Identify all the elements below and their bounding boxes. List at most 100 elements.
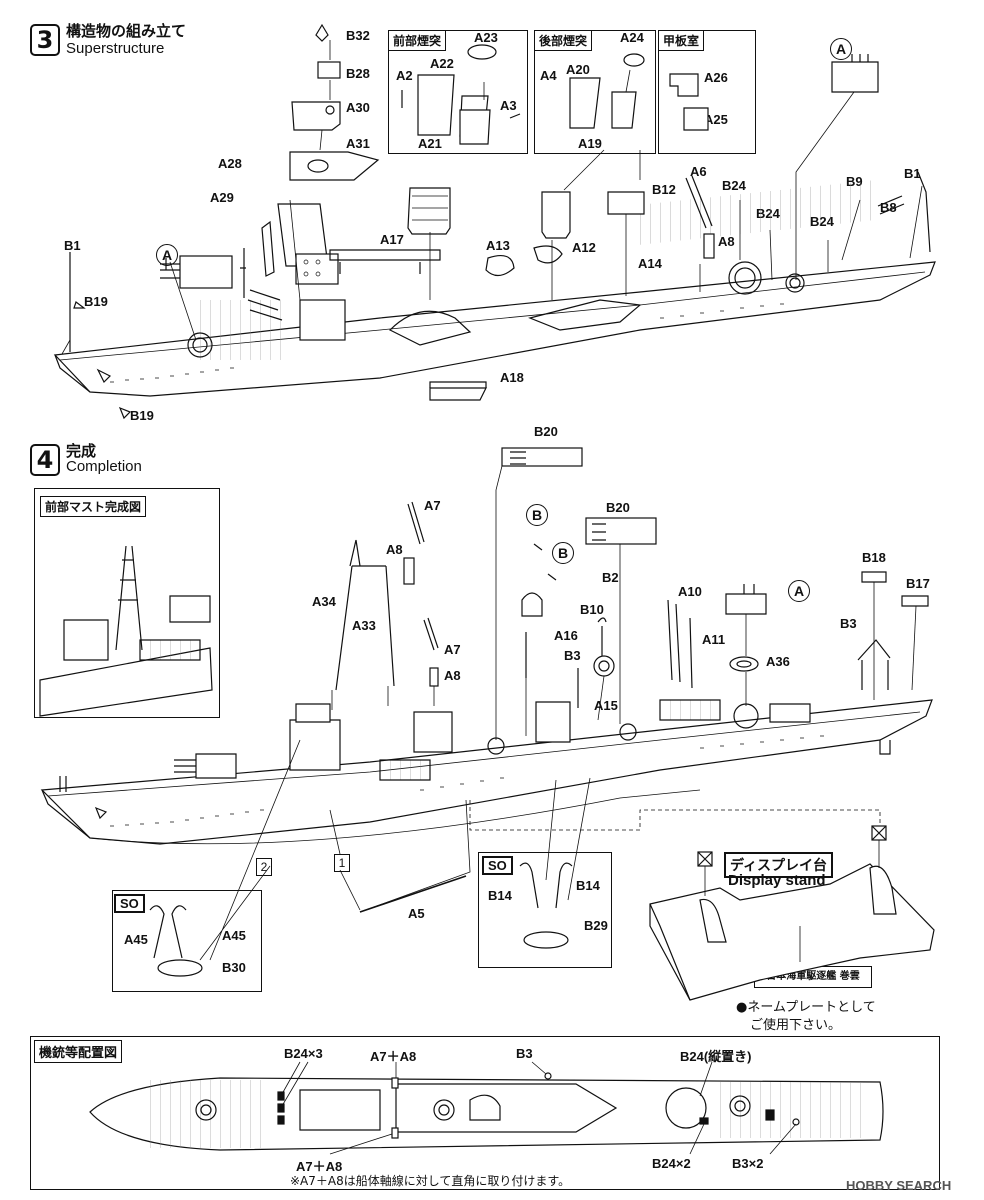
step3-part-label: A24: [620, 30, 644, 45]
fwd-mast-inset: [34, 488, 220, 718]
fwd-funnel-title: 前部煙突: [388, 30, 447, 51]
step3-part-label: A4: [540, 68, 557, 83]
layout-a7a8-bottom: A7＋A8: [296, 1159, 343, 1174]
step4-part-label: A45: [124, 932, 148, 947]
step4-title-en: Completion: [66, 458, 142, 475]
step4-part-label: A7: [444, 642, 461, 657]
callout-2: 2: [256, 858, 272, 876]
nameplate-note-2: ご使用下さい。: [750, 1018, 842, 1033]
step3-hull: [53, 179, 936, 397]
step3-part-label: A29: [210, 190, 234, 205]
step3-part-label: A14: [638, 256, 662, 271]
step3-part-label: A25: [704, 112, 728, 127]
step3-part-label: B19: [130, 408, 154, 423]
step3-part-label: B28: [346, 66, 370, 81]
step3-part-label: A12: [572, 240, 596, 255]
step3-part-label: A28: [218, 156, 242, 171]
step4-part-label: B30: [222, 960, 246, 975]
deckhouse-title: 甲板室: [658, 30, 705, 51]
so-box-right: [478, 852, 612, 968]
step3-part-label: A13: [486, 238, 510, 253]
display-stand-drawing: [649, 825, 935, 1001]
watermark: HOBBY SEARCH: [846, 1178, 952, 1193]
display-stand-title-jp: ディスプレイ台: [724, 852, 834, 878]
mounting-note: ※A7＋A8は船体軸線に対して直角に取り付けます。: [290, 1174, 571, 1188]
step4-part-label: A11: [702, 632, 726, 647]
layout-b3x2: B3×2: [732, 1156, 764, 1171]
so-box-left: [112, 890, 262, 992]
layout-b3-top: B3: [516, 1046, 533, 1061]
step3-part-label: B19: [84, 294, 108, 309]
step3-part-label: A31: [346, 136, 370, 151]
step3-title-jp: 構造物の組み立て: [66, 22, 187, 40]
step3-part-label: A3: [500, 98, 517, 113]
marker-b: B: [552, 542, 574, 564]
step4-part-label: B3: [840, 616, 857, 631]
layout-b24-vertical: B24(縦置き): [680, 1049, 752, 1064]
step4-parts: [39, 447, 929, 977]
step4-hull: [40, 699, 933, 845]
fwd-funnel-box: [388, 30, 528, 154]
step3-part-label: B1: [64, 238, 81, 253]
step4-part-label: A45: [222, 928, 246, 943]
mg-layout-box: [30, 1036, 940, 1190]
step4-part-label: A16: [554, 628, 578, 643]
step4-part-label: B17: [906, 576, 930, 591]
step3-part-label: B32: [346, 28, 370, 43]
step4-part-label: A36: [766, 654, 790, 669]
step4-part-label: B18: [862, 550, 886, 565]
marker-b: B: [526, 504, 548, 526]
step3-part-label: B1: [904, 166, 921, 181]
step4-title-jp: 完成: [66, 442, 97, 460]
step4-part-label: B14: [488, 888, 512, 903]
step4-part-label: A15: [594, 698, 618, 713]
step3-title-en: Superstructure: [66, 40, 165, 57]
step3-part-label: A2: [396, 68, 413, 83]
step3-part-label: A21: [418, 136, 442, 151]
aft-funnel-title: 後部煙突: [534, 30, 593, 51]
step4-part-label: B3: [564, 648, 581, 663]
step3-part-label: A17: [380, 232, 404, 247]
turret-marker-a: A: [830, 38, 852, 60]
so-badge-left: SO: [114, 894, 145, 913]
step4-part-label: A7: [424, 498, 441, 513]
step4-part-label: B20: [606, 500, 630, 515]
step3-part-label: A30: [346, 100, 370, 115]
mg-layout-title: 機銃等配置図: [34, 1040, 123, 1063]
step3-number: 3: [30, 24, 60, 56]
step4-part-label: B10: [580, 602, 604, 617]
step4-part-label: A8: [444, 668, 461, 683]
step3-part-label: B12: [652, 182, 676, 197]
step4-part-label: A10: [678, 584, 702, 599]
callout-1: 1: [334, 854, 350, 872]
step4-number: 4: [30, 444, 60, 476]
step3-part-label: A19: [578, 136, 602, 151]
aft-funnel-box: [534, 30, 656, 154]
step3-part-label: B24: [722, 178, 746, 193]
step4-part-label: A33: [352, 618, 376, 633]
step4-part-label: B14: [576, 878, 600, 893]
step4-part-label: A5: [408, 906, 425, 921]
step4-part-label: B20: [534, 424, 558, 439]
deckhouse-box: [658, 30, 756, 154]
step4-part-label: B2: [602, 570, 619, 585]
turret-marker-a: A: [788, 580, 810, 602]
layout-b24x3: B24×3: [284, 1046, 323, 1061]
step4-part-label: A8: [386, 542, 403, 557]
step3-part-label: A8: [718, 234, 735, 249]
so-badge-right: SO: [482, 856, 513, 875]
layout-b24x2: B24×2: [652, 1156, 691, 1171]
step3-part-label: A26: [704, 70, 728, 85]
step4-part-label: B29: [584, 918, 608, 933]
step4-part-label: A34: [312, 594, 336, 609]
step3-part-label: A23: [474, 30, 498, 45]
step3-parts: [61, 23, 931, 420]
step3-part-label: A18: [500, 370, 524, 385]
step3-part-label: A20: [566, 62, 590, 77]
fwd-mast-title: 前部マスト完成図: [40, 496, 147, 517]
layout-a7a8-top: A7＋A8: [370, 1049, 417, 1064]
turret-marker-a: A: [156, 244, 178, 266]
mg-layout-plan: [89, 1061, 884, 1155]
step3-part-label: A6: [690, 164, 707, 179]
